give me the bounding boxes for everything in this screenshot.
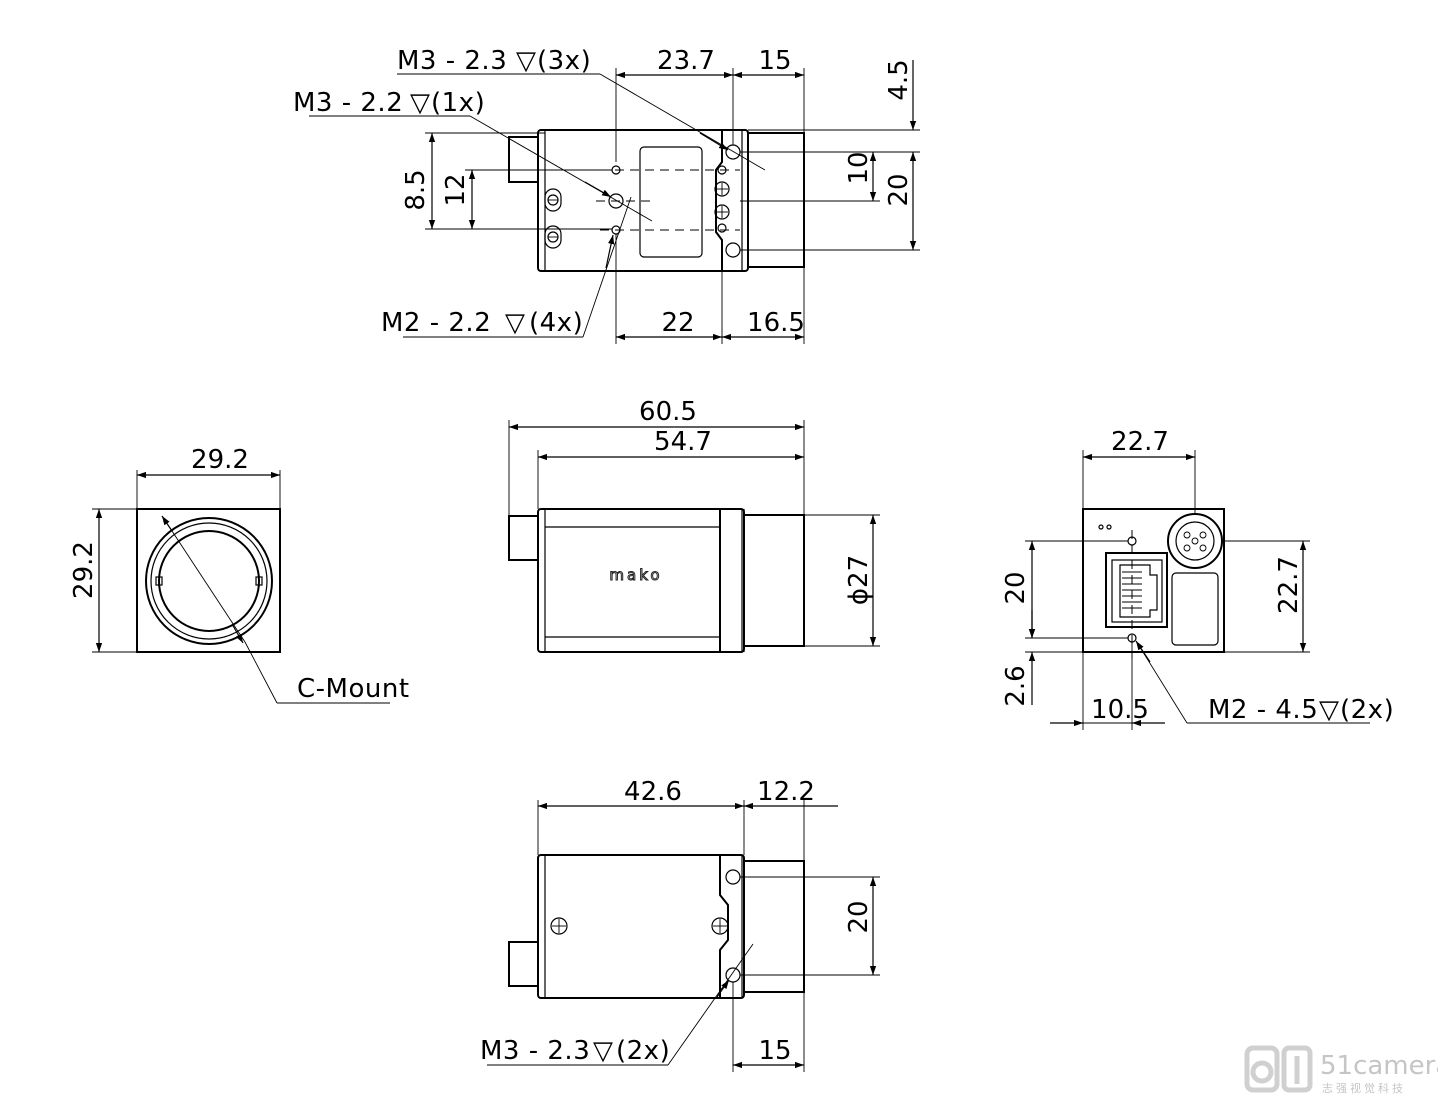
svg-text:(3x): (3x) — [537, 46, 591, 76]
svg-text:M2 - 4.5: M2 - 4.5 — [1208, 695, 1318, 725]
callout-c-mount: C-Mount — [161, 515, 410, 704]
dim-10: 10 — [844, 151, 874, 184]
dim-54-7: 54.7 — [654, 427, 712, 457]
front-body-outline — [136, 508, 281, 653]
bottom-view: 42.6 12.2 20 15 M3 - 2.3 ▽ (2x) — [480, 777, 880, 1072]
bottom-hole-m3-a — [725, 869, 741, 885]
svg-text:(2x): (2x) — [616, 1036, 670, 1066]
watermark-tagline: 志强视觉科技 — [1322, 1081, 1406, 1095]
svg-text:▽: ▽ — [1319, 695, 1340, 725]
callout-m3-3x: M3 - 2.3 ▽ (3x) — [397, 46, 766, 171]
top-hole-m3-b — [725, 242, 741, 258]
brand-logo: mako — [609, 566, 662, 584]
top-window — [639, 146, 703, 258]
side-rear-connector — [508, 515, 539, 561]
dim-42-6: 42.6 — [624, 777, 682, 807]
dim-rear-width: 22.7 — [1111, 427, 1169, 457]
top-hole-m3-a — [725, 144, 741, 160]
rear-ethernet-port — [1105, 552, 1168, 628]
dim-16-5: 16.5 — [747, 308, 805, 338]
top-hole-m2-b — [717, 223, 727, 233]
top-flange-screw-b — [714, 204, 730, 220]
dim-22: 22 — [661, 308, 694, 338]
watermark-brand: 51camera — [1320, 1051, 1438, 1081]
top-rear-connector — [508, 136, 539, 183]
dim-rear-10-5: 10.5 — [1091, 695, 1149, 725]
side-lens-barrel — [743, 514, 805, 647]
dim-front-height: 29.2 — [69, 541, 99, 599]
svg-text:(4x): (4x) — [529, 308, 583, 338]
rear-body-outline — [1082, 508, 1225, 653]
svg-text:(2x): (2x) — [1340, 695, 1394, 725]
dim-diameter: ϕ27 — [844, 555, 874, 605]
top-view: 23.7 15 22 16.5 4.5 10 20 8.5 12 M3 - 2.… — [293, 46, 920, 344]
dim-rear-2-6: 2.6 — [1001, 665, 1031, 706]
front-mount-outer — [145, 517, 273, 645]
dim-12: 12 — [441, 173, 471, 206]
dim-12-2: 12.2 — [757, 777, 815, 807]
callout-rear-m2: M2 - 4.5 ▽ (2x) — [1135, 640, 1394, 725]
bottom-body-outline — [537, 854, 745, 999]
callout-m3-1x: M3 - 2.2 ▽ (1x) — [293, 88, 653, 222]
dim-4-5: 4.5 — [884, 59, 914, 100]
dim-bottom-20: 20 — [844, 900, 874, 933]
dim-20-top: 20 — [884, 173, 914, 206]
svg-text:M3 - 2.3: M3 - 2.3 — [480, 1036, 590, 1066]
svg-text:M3 - 2.2: M3 - 2.2 — [293, 88, 403, 118]
front-view: 29.2 29.2 C-Mount — [69, 445, 410, 704]
bottom-lens-barrel — [743, 860, 805, 993]
dim-8-5: 8.5 — [401, 169, 431, 210]
dim-23-7: 23.7 — [657, 46, 715, 76]
dim-60-5: 60.5 — [639, 397, 697, 427]
dim-15-top: 15 — [758, 46, 791, 76]
callout-bottom-m3: M3 - 2.3 ▽ (2x) — [480, 943, 754, 1066]
svg-text:▽: ▽ — [516, 46, 537, 76]
top-lens-barrel — [747, 132, 805, 268]
bottom-screw-left — [550, 917, 568, 935]
watermark-logo-icon — [1244, 1045, 1313, 1093]
rear-led-window — [1171, 572, 1219, 646]
svg-text:(1x): (1x) — [431, 88, 485, 118]
dim-front-width: 29.2 — [191, 445, 249, 475]
dim-bottom-15: 15 — [758, 1036, 791, 1066]
rear-view: 22.7 22.7 20 2.6 10.5 M2 - 4.5 ▽ (2x) — [1001, 427, 1394, 730]
dim-rear-20: 20 — [1001, 571, 1031, 604]
svg-text:M2 - 2.2: M2 - 2.2 — [381, 308, 491, 338]
top-hole-m3-center — [608, 193, 624, 209]
svg-text:M3 - 2.3: M3 - 2.3 — [397, 46, 507, 76]
svg-text:▽: ▽ — [593, 1036, 614, 1066]
top-flange-screw-a — [714, 181, 730, 197]
front-mount-inner — [158, 530, 260, 632]
dim-rear-height: 22.7 — [1274, 556, 1304, 614]
svg-text:C-Mount: C-Mount — [297, 674, 410, 704]
top-screw-lower — [544, 225, 562, 249]
top-screw-upper — [544, 188, 562, 212]
callout-m2-4x: M2 - 2.2 ▽ (4x) — [381, 196, 632, 338]
svg-text:▽: ▽ — [410, 88, 431, 118]
watermark: 51camera 志强视觉科技 — [1244, 1045, 1438, 1095]
svg-text:▽: ▽ — [505, 308, 526, 338]
bottom-screw-right — [711, 917, 729, 935]
bottom-rear-connector — [508, 941, 539, 987]
side-view: mako 60.5 54.7 ϕ27 — [508, 397, 880, 653]
